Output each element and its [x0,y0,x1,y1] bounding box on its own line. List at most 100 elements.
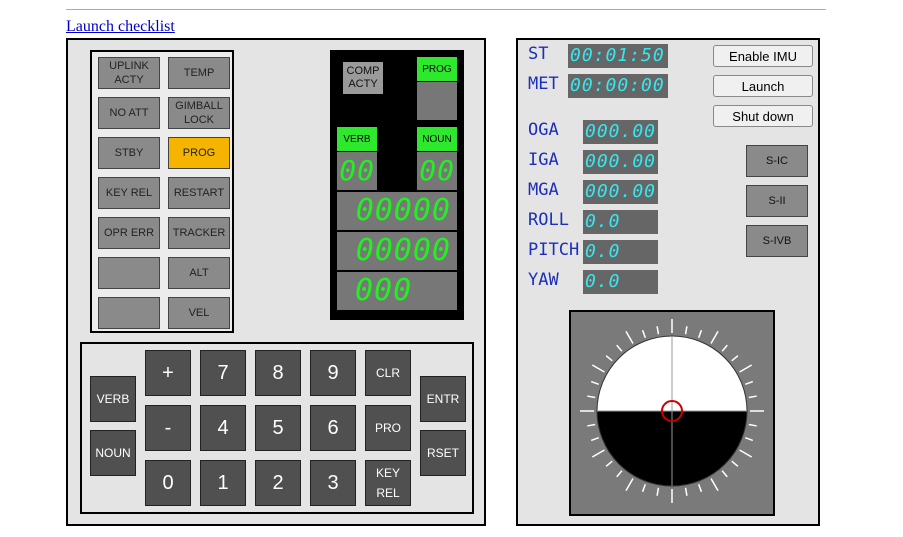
annunciator-lamp: TRACKER [168,217,230,249]
fdai-tick [587,423,596,427]
key-rel-key[interactable]: KEY REL [365,460,411,506]
register-2: 00000 [337,232,457,270]
fdai-tick [625,330,634,344]
noun-digits: 00 [419,154,455,187]
key-9[interactable]: 9 [310,350,356,396]
stage-sic-button[interactable]: S-IC [746,145,808,177]
iga-label: IGA [528,150,559,170]
annunciator-lamp [98,297,160,329]
pro-key[interactable]: PRO [365,405,411,451]
fdai-tick [684,487,688,496]
key-5[interactable]: 5 [255,405,301,451]
gnc-panel: ST 00:01:50 MET 00:00:00 OGA 000.00 IGA … [516,38,820,526]
annunciator-lamp: GIMBALL LOCK [168,97,230,129]
fdai-tick [591,364,605,373]
key-rel-line1: KEY [375,466,400,480]
fdai-attitude-indicator [569,310,775,516]
noun-key[interactable]: NOUN [90,430,136,476]
key-8[interactable]: 8 [255,350,301,396]
launch-button[interactable]: Launch [713,75,813,97]
key-1[interactable]: 1 [200,460,246,506]
fdai-tick [739,364,753,373]
dsky-keypad: VERB NOUN + 7 8 9 CLR - 4 5 6 PRO 0 1 2 … [80,342,474,514]
annunciator-lamp: VEL [168,297,230,329]
dsky-display: COMP ACTY PROG VERB NOUN 00 00 00000 000… [330,50,464,320]
verb-key[interactable]: VERB [90,376,136,422]
key-3[interactable]: 3 [310,460,356,506]
enable-imu-button[interactable]: Enable IMU [713,45,813,67]
launch-checklist-link[interactable]: Launch checklist [66,18,175,35]
fdai-tick [625,478,634,492]
pitch-label: PITCH [528,240,580,260]
annunciator-lamp: ALT [168,257,230,289]
stage-sivb-button[interactable]: S-IVB [746,225,808,257]
fdai-tick [748,395,757,399]
fdai-tick [656,487,660,496]
mga-readout: 000.00 [583,180,658,204]
clr-key[interactable]: CLR [365,350,411,396]
entr-key[interactable]: ENTR [420,376,466,422]
stage-sii-button[interactable]: S-II [746,185,808,217]
fdai-tick [721,470,728,478]
met-readout: 00:00:00 [568,74,668,98]
fdai-ball [580,319,764,503]
fdai-tick [721,344,728,352]
annunciator-lamp: TEMP [168,57,230,89]
comp-acty-lamp: COMP ACTY [343,62,383,94]
fdai-tick [616,470,623,478]
fdai-tick [605,355,613,362]
prog-label: PROG [417,57,457,81]
key-6[interactable]: 6 [310,405,356,451]
annunciator-lamp: STBY [98,137,160,169]
key-0[interactable]: 0 [145,460,191,506]
fdai-tick [656,326,660,335]
verb-digits-bg [337,152,377,190]
roll-label: ROLL [528,210,569,230]
annunciator-lamp [98,257,160,289]
fdai-tick [710,330,719,344]
fdai-tick [731,355,739,362]
rset-key[interactable]: RSET [420,430,466,476]
fdai-tick [616,344,623,352]
plus-key[interactable]: + [145,350,191,396]
yaw-readout: 0.0 [583,270,658,294]
ground-hemisphere [597,411,747,486]
shutdown-button[interactable]: Shut down [713,105,813,127]
annunciator-lamp: KEY REL [98,177,160,209]
iga-readout: 000.00 [583,150,658,174]
prog-digits [417,82,457,120]
annunciator-lamp: PROG [168,137,230,169]
key-4[interactable]: 4 [200,405,246,451]
roll-readout: 0.0 [583,210,658,234]
yaw-label: YAW [528,270,559,290]
met-label: MET [528,74,559,94]
fdai-tick [697,484,703,493]
fdai-tick [591,449,605,458]
fdai-tick [745,380,754,386]
fdai-tick [697,329,703,338]
fdai-tick [684,326,688,335]
noun-digits-bg [417,152,457,190]
pitch-readout: 0.0 [583,240,658,264]
key-2[interactable]: 2 [255,460,301,506]
minus-key[interactable]: - [145,405,191,451]
annunciator-lamp: UPLINK ACTY [98,57,160,89]
register-1: 00000 [337,192,457,230]
fdai-tick [587,395,596,399]
mga-label: MGA [528,180,559,200]
st-label: ST [528,44,549,64]
verb-label: VERB [337,127,377,151]
fdai-tick [731,460,739,467]
fdai-tick [605,460,613,467]
top-divider [66,9,826,10]
fdai-ticks [580,319,764,503]
key-rel-line2: REL [376,486,400,500]
st-readout: 00:01:50 [568,44,668,68]
fdai-tick [590,436,599,442]
fdai-tick [710,478,719,492]
key-7[interactable]: 7 [200,350,246,396]
fdai-tick [641,329,647,338]
register-3: 000 [337,272,457,310]
